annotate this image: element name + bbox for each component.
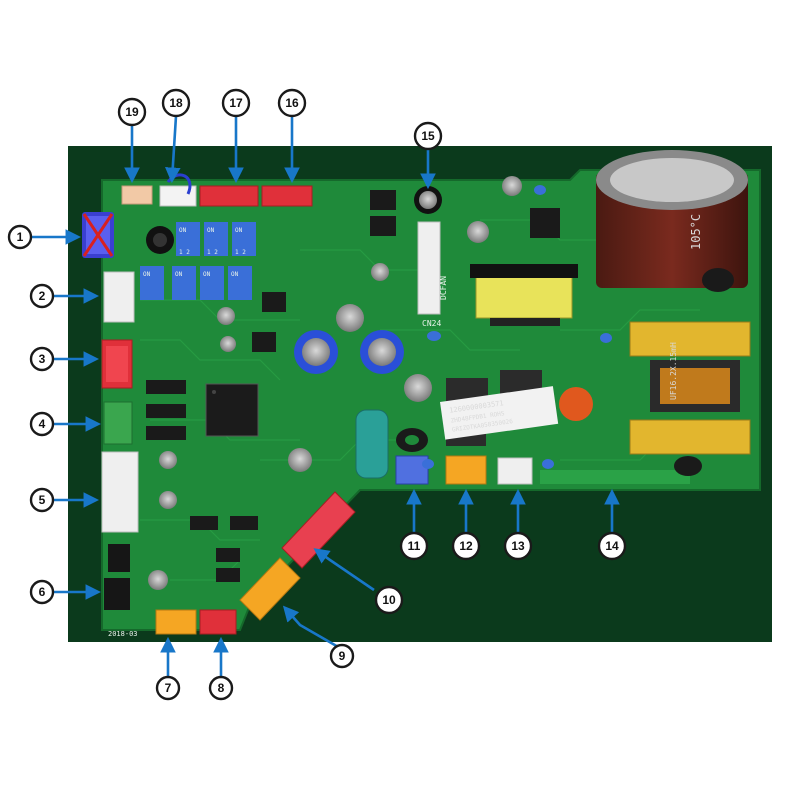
callout-7: 7 <box>155 675 181 701</box>
dip-switch-row-2: ON ON ON ON <box>140 266 252 300</box>
callout-8: 8 <box>208 675 234 701</box>
connector-17 <box>199 185 259 207</box>
dip-on-label: ON <box>203 271 211 278</box>
dip-switch-row-1: ON ON ON 1 2 1 2 1 2 <box>176 222 256 256</box>
callout-16: 16 <box>277 88 307 118</box>
connector-6 <box>104 578 130 610</box>
callout-1-label: 1 <box>17 230 24 244</box>
callout-1: 1 <box>7 224 33 250</box>
connector-7 <box>155 609 197 635</box>
callout-15-label: 15 <box>421 129 435 143</box>
callout-8-label: 8 <box>218 681 225 695</box>
capacitors <box>148 176 522 590</box>
bulk-capacitor: 105°C <box>596 150 748 288</box>
callout-18-label: 18 <box>169 96 183 110</box>
marking-strip-14 <box>540 470 690 484</box>
callout-12: 12 <box>451 531 481 561</box>
callout-9: 9 <box>329 643 355 669</box>
connector-13 <box>497 457 533 485</box>
callout-11-label: 11 <box>408 539 421 553</box>
transformer <box>470 264 578 326</box>
dip-on-label: ON <box>179 227 187 234</box>
dip-on-label: ON <box>231 271 239 278</box>
callout-15: 15 <box>413 121 443 151</box>
callout-14: 14 <box>597 531 627 561</box>
connector-3 <box>101 339 133 389</box>
capacitor-temp-label: 105°C <box>689 214 703 250</box>
power-blocks: UF16.2X.15mH <box>629 321 751 455</box>
dip-pin-label: 1 2 <box>207 249 218 256</box>
dcfan-label: DCFAN <box>439 276 448 300</box>
toroids <box>396 268 734 476</box>
callout-6: 6 <box>29 579 55 605</box>
connector-6b <box>108 544 130 572</box>
callout-10-label: 10 <box>382 593 396 607</box>
callout-4-label: 4 <box>39 417 46 431</box>
x-capacitor <box>355 409 389 479</box>
ic-chips <box>146 190 560 582</box>
connector-2 <box>103 271 135 323</box>
varistor <box>559 387 593 421</box>
connector-12 <box>445 455 487 485</box>
callout-6-label: 6 <box>39 585 46 599</box>
product-label: 1260000003571 ZHD48FPDB1 ROHS GRIZOTKA05… <box>440 386 559 440</box>
callout-3-label: 3 <box>39 352 46 366</box>
callout-12-label: 12 <box>459 539 473 553</box>
dip-on-label: ON <box>143 271 151 278</box>
dip-pin-label: 1 2 <box>179 249 190 256</box>
callout-18: 18 <box>161 88 191 118</box>
callout-5-label: 5 <box>39 493 46 507</box>
callout-17-label: 17 <box>229 96 243 110</box>
callout-3: 3 <box>29 346 55 372</box>
callout-2-label: 2 <box>39 289 46 303</box>
callout-13-label: 13 <box>511 539 525 553</box>
connector-11 <box>395 455 429 485</box>
dip-on-label: ON <box>175 271 183 278</box>
connector-1 <box>82 212 114 258</box>
dip-pin-label: 1 2 <box>235 249 246 256</box>
dip-on-label: ON <box>235 227 243 234</box>
connector-5 <box>101 451 139 533</box>
leader-lines <box>32 115 620 676</box>
date-marking: 2018-03 <box>108 630 138 638</box>
callout-19-label: 19 <box>125 105 139 119</box>
ceramic-capacitors <box>422 185 612 469</box>
callout-4: 4 <box>29 411 55 437</box>
connector-9 <box>239 557 301 621</box>
connector-cn24 <box>417 221 441 315</box>
connector-19 <box>121 185 153 205</box>
callout-16-label: 16 <box>285 96 299 110</box>
callout-5: 5 <box>29 487 55 513</box>
dip-on-label: ON <box>207 227 215 234</box>
connector-16 <box>261 185 313 207</box>
callout-11: 11 <box>399 531 429 561</box>
callout-7-label: 7 <box>165 681 172 695</box>
connector-8 <box>199 609 237 635</box>
callout-13: 13 <box>503 531 533 561</box>
callout-9-label: 9 <box>339 649 346 663</box>
callout-10: 10 <box>374 585 404 615</box>
callout-17: 17 <box>221 88 251 118</box>
callout-19: 19 <box>117 97 147 127</box>
connector-10 <box>281 491 356 569</box>
callout-14-label: 14 <box>605 539 619 553</box>
inductor-label: UF16.2X.15mH <box>669 342 678 400</box>
callout-2: 2 <box>29 283 55 309</box>
connector-4 <box>103 401 133 445</box>
cn24-label: CN24 <box>422 319 441 328</box>
